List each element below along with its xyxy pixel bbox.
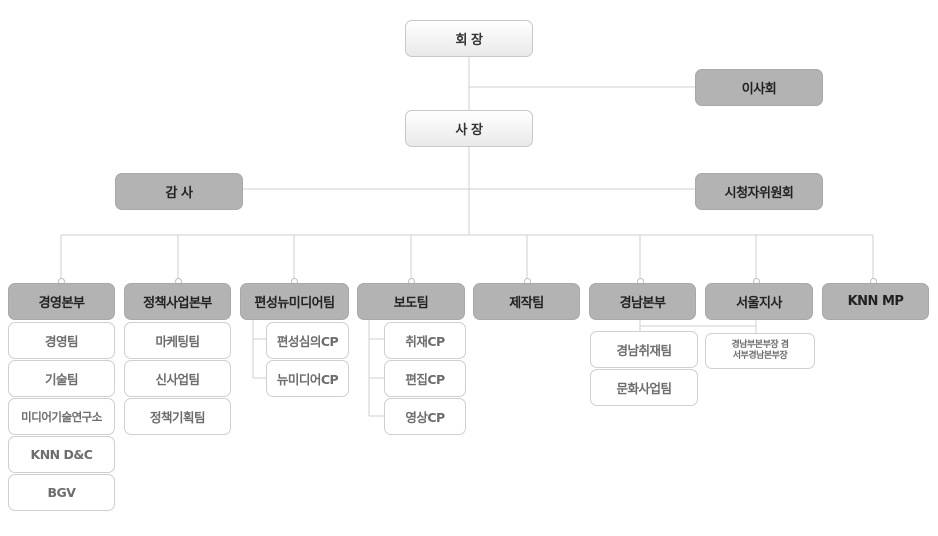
team-programming-review-cp: 편성심의CP [266, 322, 349, 359]
team-management: 경영팀 [8, 322, 115, 359]
team-new-business: 신사업팀 [124, 360, 231, 397]
president-box: 사 장 [405, 110, 533, 147]
chairman-box: 회 장 [405, 20, 533, 57]
dept-production: 제작팀 [473, 283, 580, 320]
dept-management: 경영본부 [8, 283, 115, 320]
team-bgv: BGV [8, 474, 115, 511]
auditor-box: 감 사 [115, 173, 243, 210]
dept-programming-newmedia: 편성뉴미디어팀 [240, 283, 349, 320]
team-technology: 기술팀 [8, 360, 115, 397]
team-marketing: 마케팅팀 [124, 322, 231, 359]
team-newmedia-cp: 뉴미디어CP [266, 360, 349, 397]
team-culture-business: 문화사업팀 [590, 369, 698, 406]
team-media-tech-lab: 미디어기술연구소 [8, 398, 115, 435]
team-video-cp: 영상CP [384, 398, 466, 435]
dept-gyeongnam: 경남본부 [589, 283, 696, 320]
viewers-committee-box: 시청자위원회 [695, 173, 823, 210]
board-box: 이사회 [695, 69, 823, 106]
team-gyeongnam-reporting: 경남취재팀 [590, 331, 698, 368]
team-editing-cp: 편집CP [384, 360, 466, 397]
dept-policy-business: 정책사업본부 [124, 283, 231, 320]
team-reporting-cp: 취재CP [384, 322, 466, 359]
dept-knn-mp: KNN MP [822, 283, 929, 320]
team-knn-dc: KNN D&C [8, 436, 115, 473]
team-policy-planning: 정책기획팀 [124, 398, 231, 435]
dept-news: 보도팀 [357, 283, 465, 320]
team-seoul-branch-manager: 경남부본부장 겸 서부경남본부장 [705, 333, 815, 369]
dept-seoul-branch: 서울지사 [705, 283, 813, 320]
